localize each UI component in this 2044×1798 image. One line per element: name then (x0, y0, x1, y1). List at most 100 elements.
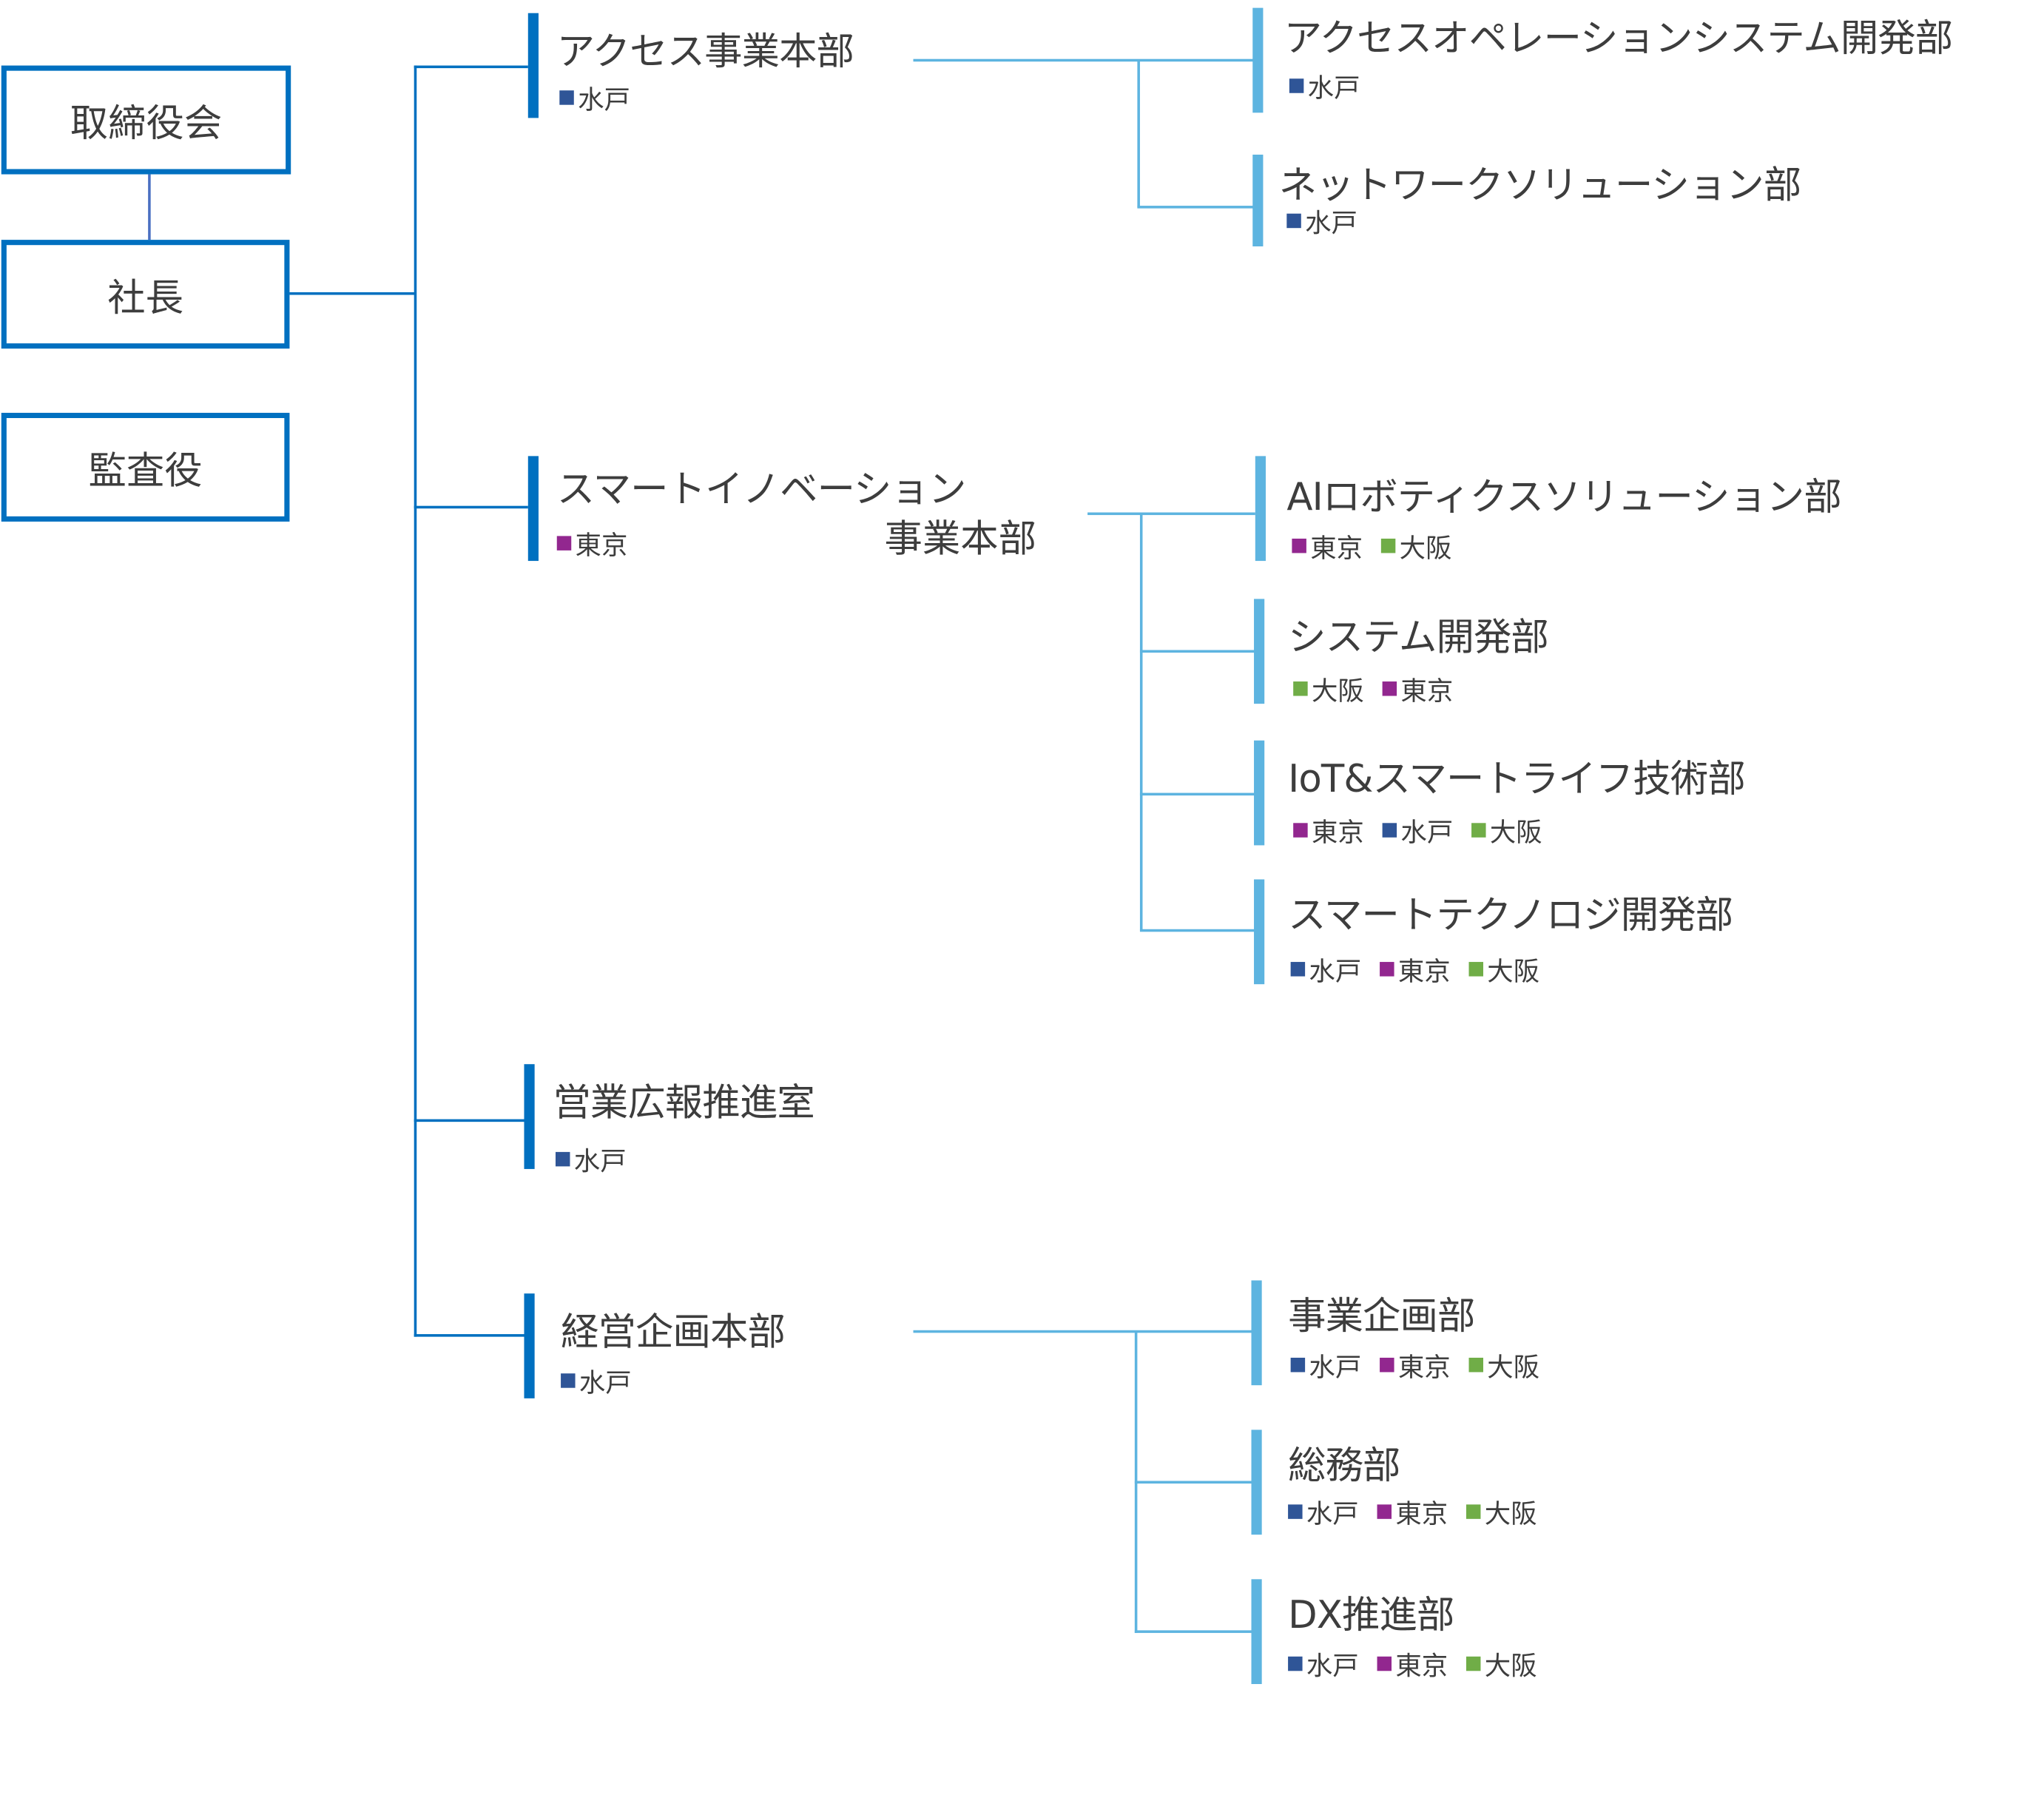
location-tag: 大阪 (1468, 1346, 1539, 1384)
location-tag: 水戸 (555, 1140, 627, 1178)
location-label: 水戸 (1307, 72, 1360, 104)
location-tag: 水戸 (559, 78, 630, 116)
board-of-directors-label: 取締役会 (70, 100, 223, 145)
location-tag: 水戸 (561, 1361, 632, 1399)
location-tag: 東京 (1377, 1492, 1448, 1530)
location-tag: 東京 (1380, 950, 1451, 988)
location-list: 東京 (556, 524, 628, 562)
connector-mgmt-stem (913, 1330, 1255, 1333)
location-tag: 東京 (1293, 811, 1364, 849)
location-swatch-icon (1290, 1357, 1306, 1373)
location-label: 東京 (1310, 532, 1363, 564)
connector-division-2 (414, 1119, 528, 1122)
location-swatch-icon (1288, 1656, 1303, 1671)
location-swatch-icon (559, 90, 574, 105)
location-swatch-icon (1471, 823, 1486, 838)
department-title: 総務部 (1288, 1443, 1400, 1488)
location-tag: 水戸 (1288, 1645, 1359, 1683)
location-label: 大阪 (1311, 675, 1364, 707)
location-label: 東京 (575, 529, 628, 562)
department-bar (1252, 7, 1264, 113)
location-tag: 東京 (556, 524, 628, 562)
department-title: スマートテクノロジ開発部 (1288, 892, 1733, 937)
division-bar (524, 1293, 535, 1398)
location-label: 大阪 (1489, 816, 1542, 848)
location-tag: 大阪 (1471, 811, 1542, 849)
location-label: 水戸 (1306, 1649, 1359, 1682)
auditor-label: 監査役 (88, 447, 203, 493)
location-swatch-icon (1377, 1504, 1392, 1519)
department-title: DX推進部 (1288, 1592, 1454, 1637)
location-swatch-icon (1382, 681, 1397, 696)
connector-division-3 (414, 1334, 528, 1337)
location-tag: 水戸 (1290, 1346, 1362, 1384)
location-list: 東京 水戸 大阪 (1293, 811, 1542, 849)
location-label: 東京 (1397, 955, 1451, 987)
division-title-line2: 事業本部 (884, 516, 1037, 562)
location-swatch-icon (1380, 1357, 1394, 1373)
location-label: 東京 (1400, 675, 1454, 707)
department-bar (1254, 740, 1265, 846)
location-swatch-icon (1292, 538, 1306, 553)
division-title: アクセス事業本部 (556, 28, 854, 74)
location-swatch-icon (1290, 962, 1306, 977)
location-label: 水戸 (1306, 1498, 1359, 1529)
location-label: 東京 (1395, 1649, 1448, 1682)
board-of-directors-box[interactable]: 取締役会 (1, 65, 291, 175)
location-label: 大阪 (1484, 1649, 1537, 1682)
location-label: 東京 (1397, 1351, 1451, 1383)
location-label: 水戸 (573, 1145, 627, 1177)
location-tag: 東京 (1377, 1645, 1448, 1683)
location-list: 水戸 東京 大阪 (1288, 1645, 1537, 1683)
department-bar (1252, 155, 1264, 246)
department-title: AIロボティクスソリューション部 (1286, 474, 1841, 519)
department-title: アクセスオペレーションシステム開発部 (1284, 16, 1953, 61)
auditor-box[interactable]: 監査役 (1, 412, 290, 522)
location-tag: 水戸 (1289, 67, 1360, 104)
location-tag: 大阪 (1465, 1492, 1537, 1530)
department-bar (1251, 1430, 1262, 1535)
location-label: 水戸 (1400, 816, 1454, 848)
location-label: 水戸 (579, 1367, 632, 1398)
location-swatch-icon (1468, 962, 1483, 977)
president-box[interactable]: 社長 (1, 240, 290, 349)
location-list: 大阪 東京 (1293, 670, 1453, 707)
location-tag: 水戸 (1288, 1492, 1359, 1530)
location-label: 水戸 (1309, 1351, 1362, 1383)
department-title: IoT&スマートライフ技術部 (1288, 755, 1746, 801)
location-swatch-icon (1286, 213, 1301, 229)
location-tag: 大阪 (1380, 527, 1452, 565)
location-list: 水戸 (555, 1140, 627, 1178)
connector-division-1 (414, 505, 528, 509)
location-tag: 東京 (1292, 527, 1363, 565)
department-title: システム開発部 (1288, 614, 1549, 659)
location-list: 水戸 東京大阪 (1290, 1346, 1539, 1384)
division-bar (524, 1064, 535, 1169)
location-label: 東京 (1395, 1498, 1448, 1529)
location-swatch-icon (561, 1373, 576, 1388)
location-tag: 東京 (1382, 670, 1454, 707)
location-label: 大阪 (1399, 532, 1452, 564)
location-swatch-icon (1377, 1656, 1392, 1671)
department-bar (1251, 1579, 1262, 1684)
location-list: 水戸東京大阪 (1290, 950, 1539, 988)
department-title: 事業企画部 (1288, 1293, 1475, 1339)
division-title: 営業広報推進室 (553, 1080, 814, 1125)
location-tag: 水戸 (1286, 202, 1357, 240)
location-list: 水戸 (559, 78, 630, 116)
connector-access-stem (913, 58, 1255, 62)
location-tag: 大阪 (1293, 670, 1364, 707)
location-swatch-icon (1293, 823, 1308, 838)
connector-smart-stem (1087, 512, 1255, 516)
location-list: 東京 大阪 (1292, 527, 1451, 565)
connector-mgmt-dept-2 (1134, 1630, 1253, 1633)
connector-smart-dept-2 (1139, 792, 1255, 796)
division-bar (527, 456, 539, 562)
department-bar (1255, 456, 1266, 562)
location-label: 水戸 (1309, 955, 1362, 987)
connector-smart-dept-1 (1139, 650, 1255, 653)
location-swatch-icon (1380, 962, 1394, 977)
connector-division-0 (414, 65, 528, 69)
division-title: 経営企画本部 (561, 1309, 786, 1354)
